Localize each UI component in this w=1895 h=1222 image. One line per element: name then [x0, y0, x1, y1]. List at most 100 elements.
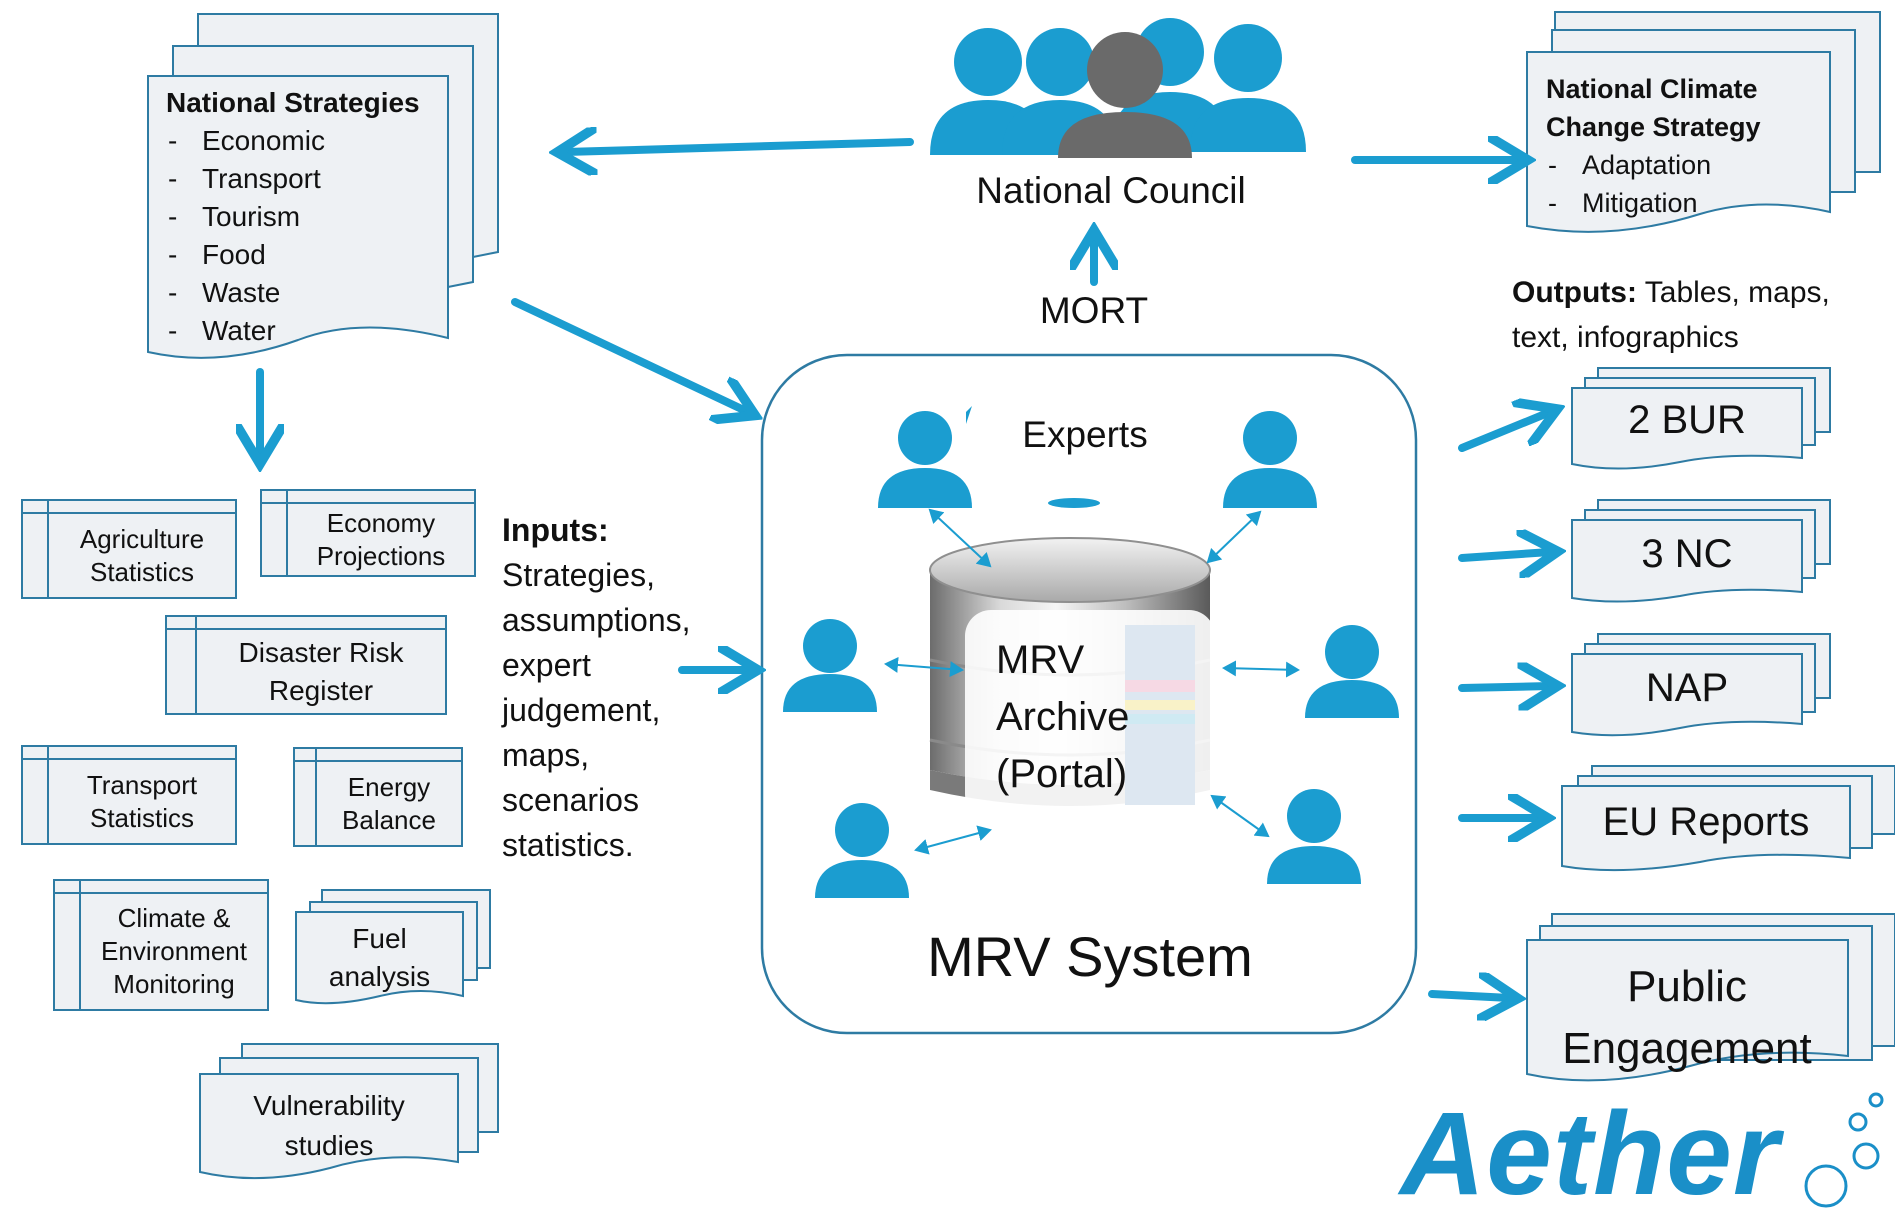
- bur-label: 2 BUR: [1628, 398, 1746, 442]
- disaster-box: [165, 615, 447, 715]
- outputs-heading: Outputs:: [1512, 276, 1637, 309]
- strategy-item: Transport: [166, 160, 446, 198]
- flow-arrows: [260, 142, 1550, 998]
- climate-monitoring-label: Climate & Environment Monitoring: [80, 893, 268, 1010]
- energy-label: Energy Balance: [316, 761, 462, 846]
- climate-strategy-list: Adaptation Mitigation: [1546, 146, 1826, 222]
- economy-line-2: Projections: [316, 540, 446, 571]
- inputs-line: maps,: [502, 737, 590, 773]
- mrv-system-label: MRV System: [927, 925, 1253, 988]
- fuel-line-1: Fuel: [352, 923, 407, 954]
- inputs-line: Strategies,: [502, 557, 655, 593]
- energy-box: [293, 747, 463, 847]
- disaster-line-1: Disaster Risk: [238, 636, 404, 668]
- nc-label: 3 NC: [1641, 532, 1733, 576]
- transport-box: [21, 745, 237, 845]
- outputs-line-2: text, infographics: [1512, 321, 1739, 354]
- expert-icons: [783, 406, 1399, 898]
- agriculture-line-2: Statistics: [89, 556, 195, 587]
- eu-reports-label: EU Reports: [1602, 800, 1810, 844]
- expert-mid-left-icon: [783, 619, 877, 712]
- inputs-line: judgement,: [502, 692, 661, 728]
- strategy-item: Economic: [166, 122, 446, 160]
- expert-link-arrows: [884, 508, 1300, 855]
- climate-line-3: Monitoring: [113, 969, 235, 999]
- expert-top-right-icon: [1223, 411, 1317, 508]
- strategies-to-mrv-arrow: [511, 298, 748, 412]
- report-docs: [1526, 367, 1895, 1082]
- agriculture-line-1: Agriculture: [79, 523, 205, 554]
- national-council-label: National Council: [976, 170, 1246, 211]
- archive-line-3: (Portal): [996, 752, 1128, 796]
- mrv-archive-label: MRV Archive (Portal): [996, 632, 1196, 803]
- national-strategies-title: National Strategies: [166, 87, 420, 118]
- nc-doc: [1571, 499, 1831, 603]
- climate-strategy-title-2: Change Strategy: [1546, 112, 1761, 142]
- public-line-2: Engagement: [1562, 1024, 1812, 1073]
- public-doc: [1526, 913, 1895, 1082]
- outputs-line-1: Tables, maps,: [1636, 276, 1830, 309]
- council-people-icon: [930, 18, 1306, 158]
- archive-line-2: Archive: [996, 695, 1130, 739]
- database-icon: [929, 537, 1215, 820]
- nap-doc: [1571, 633, 1831, 737]
- climate-strategy-title-1: National Climate: [1546, 74, 1758, 104]
- inputs-line: expert: [502, 647, 591, 683]
- mort-label: MORT: [1039, 290, 1149, 331]
- energy-line-2: Balance: [342, 804, 436, 835]
- transport-label: Transport Statistics: [48, 759, 236, 844]
- agriculture-box: [21, 499, 237, 599]
- transport-line-1: Transport: [86, 769, 198, 800]
- inputs-line: statistics.: [502, 827, 634, 863]
- mrv-to-public-arrow: [1428, 994, 1510, 998]
- mrv-to-nap-arrow: [1458, 686, 1550, 688]
- mrv-to-bur-arrow: [1458, 412, 1550, 452]
- climate-monitoring-box: [53, 879, 269, 1011]
- disaster-label: Disaster Risk Register: [196, 629, 446, 714]
- expert-top-left-icon: [878, 406, 972, 508]
- fuel-line-2: analysis: [328, 961, 431, 992]
- mrv-to-nc-arrow: [1458, 552, 1550, 558]
- vulnerability-line-1: Vulnerability: [253, 1090, 405, 1121]
- expert-bottom-right-icon: [1267, 789, 1361, 884]
- aether-bubbles-icon: [1804, 1092, 1884, 1208]
- experts-label: Experts: [1022, 414, 1148, 455]
- expert-mid-right-icon: [1305, 625, 1399, 718]
- strategy-item: Waste: [166, 274, 446, 312]
- transport-line-2: Statistics: [89, 802, 195, 833]
- source-boxes: [21, 489, 476, 1011]
- climate-strategy-item: Mitigation: [1546, 184, 1826, 222]
- climate-line-1: Climate &: [117, 903, 231, 933]
- archive-line-1: MRV: [996, 638, 1085, 682]
- inputs-text: Inputs: Strategies, assumptions, expert …: [502, 508, 722, 868]
- economy-box: [260, 489, 476, 577]
- inputs-line: assumptions,: [502, 602, 691, 638]
- bur-doc: [1571, 367, 1831, 470]
- vulnerability-doc: [199, 1043, 499, 1180]
- public-line-1: Public: [1627, 962, 1747, 1011]
- inputs-line: scenarios: [502, 782, 639, 818]
- agriculture-label: Agriculture Statistics: [48, 513, 236, 598]
- strategy-item: Water: [166, 312, 446, 350]
- aether-logo: Aether: [1400, 1088, 1780, 1220]
- climate-strategy-item: Adaptation: [1546, 146, 1826, 184]
- strategy-item: Food: [166, 236, 446, 274]
- public-engagement-label: Public Engagement: [1527, 956, 1847, 1080]
- council-to-strategies-arrow: [565, 142, 914, 152]
- nap-label: NAP: [1645, 666, 1729, 710]
- inputs-heading: Inputs:: [502, 512, 609, 548]
- vulnerability-line-2: studies: [284, 1130, 374, 1161]
- national-strategies-list: Economic Transport Tourism Food Waste Wa…: [166, 122, 446, 350]
- economy-label: Economy Projections: [287, 503, 475, 576]
- energy-line-1: Energy: [347, 771, 431, 802]
- outputs-text: Outputs: Tables, maps, text, infographic…: [1512, 270, 1882, 360]
- national-strategies-text: National Strategies Economic Transport T…: [166, 84, 446, 350]
- climate-line-2: Environment: [101, 936, 247, 966]
- vulnerability-label: Vulnerability studies: [200, 1084, 458, 1168]
- disaster-line-2: Register: [268, 674, 374, 706]
- strategy-item: Tourism: [166, 198, 446, 236]
- expert-bottom-left-icon: [815, 803, 909, 898]
- eu-doc: [1561, 765, 1895, 872]
- fuel-label: Fuel analysis: [296, 918, 463, 998]
